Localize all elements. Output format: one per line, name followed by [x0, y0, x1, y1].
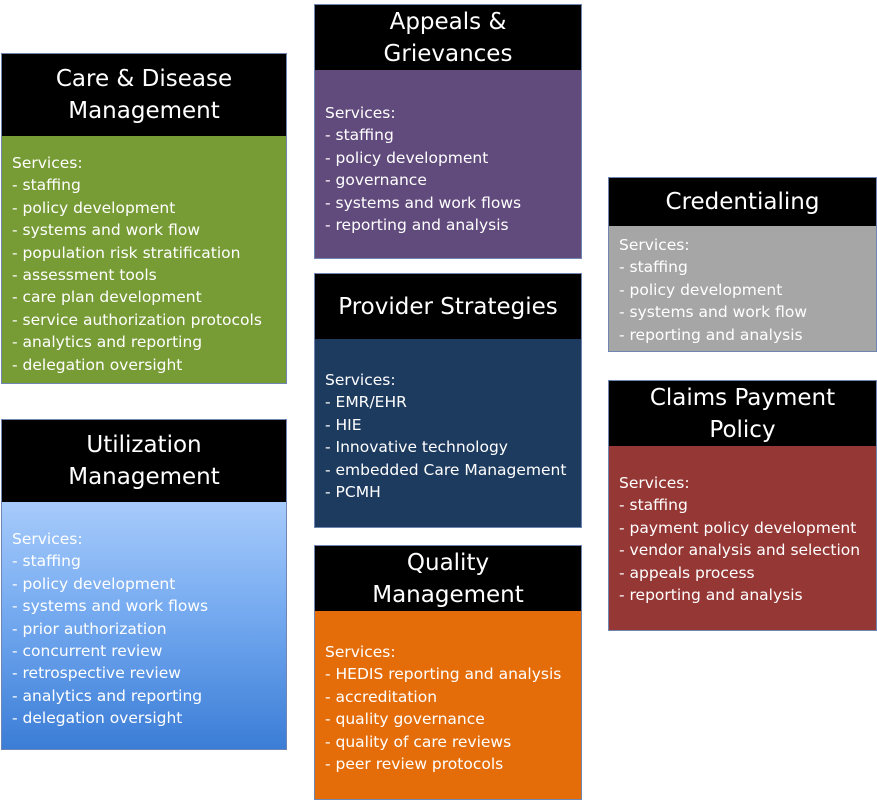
- service-item: - accreditation: [325, 687, 438, 706]
- service-item: - vendor analysis and selection: [619, 541, 861, 560]
- service-item: - delegation oversight: [12, 709, 183, 728]
- services-list: - staffing - policy development - systems …: [12, 174, 286, 376]
- service-item: - reporting and analysis: [619, 325, 803, 344]
- service-item: - assessment tools: [12, 266, 157, 285]
- card-title: Claims Payment Policy: [609, 381, 876, 446]
- service-item: - Innovative technology: [325, 438, 508, 457]
- service-item: - policy development: [325, 148, 489, 167]
- service-item: - staffing: [325, 126, 394, 145]
- card-services: Services: - staffing - policy development…: [315, 70, 581, 258]
- card-services: Services: - HEDIS reporting and analysis…: [315, 611, 581, 799]
- service-item: - analytics and reporting: [12, 333, 203, 352]
- service-item: - EMR/EHR: [325, 393, 407, 412]
- service-item: - retrospective review: [12, 664, 181, 683]
- card-title: Appeals & Grievances: [315, 5, 581, 70]
- service-item: - systems and work flow: [619, 303, 808, 322]
- card-title: Credentialing: [609, 178, 876, 226]
- service-item: - policy development: [12, 574, 176, 593]
- service-item: - systems and work flows: [325, 193, 522, 212]
- services-label: Services:: [12, 530, 83, 548]
- care-disease-management-card: Care & Disease Management Services: - st…: [1, 53, 287, 384]
- utilization-management-card: Utilization Management Services: - staff…: [1, 419, 287, 750]
- card-title: Provider Strategies: [315, 274, 581, 339]
- service-item: - concurrent review: [12, 642, 163, 661]
- services-list: - staffing - policy development - systems …: [619, 256, 876, 346]
- card-services: Services: - staffing - policy development…: [2, 136, 286, 383]
- claims-payment-policy-card: Claims Payment Policy Services: - staffi…: [608, 380, 877, 631]
- service-item: - delegation oversight: [12, 355, 183, 374]
- service-item: - staffing: [12, 176, 81, 195]
- card-title: Quality Management: [315, 546, 581, 611]
- service-item: - service authorization protocols: [12, 310, 262, 329]
- service-item: - staffing: [619, 496, 688, 515]
- service-item: - policy development: [619, 280, 783, 299]
- service-item: - analytics and reporting: [12, 686, 203, 705]
- service-item: - payment policy development: [619, 518, 857, 537]
- services-list: - staffing - policy development - governan…: [325, 124, 581, 236]
- service-item: - systems and work flow: [12, 221, 201, 240]
- service-item: - quality governance: [325, 710, 485, 729]
- service-item: - reporting and analysis: [619, 586, 803, 605]
- card-services: Services: - staffing - policy development…: [609, 226, 876, 351]
- services-list: - staffing - policy development - systems …: [12, 550, 286, 729]
- services-label: Services:: [325, 104, 396, 122]
- services-label: Services:: [619, 236, 690, 254]
- services-list: - EMR/EHR - HIE - Innovative technology - e…: [325, 391, 581, 503]
- service-item: - quality of care reviews: [325, 732, 512, 751]
- service-item: - HIE: [325, 415, 362, 434]
- quality-management-card: Quality Management Services: - HEDIS rep…: [314, 545, 582, 800]
- service-item: - reporting and analysis: [325, 216, 509, 235]
- service-item: - staffing: [12, 552, 81, 571]
- service-item: - governance: [325, 171, 427, 190]
- services-label: Services:: [619, 474, 690, 492]
- appeals-grievances-card: Appeals & Grievances Services: - staffin…: [314, 4, 582, 259]
- service-item: - peer review protocols: [325, 755, 504, 774]
- services-label: Services:: [325, 643, 396, 661]
- service-item: - policy development: [12, 198, 176, 217]
- service-item: - HEDIS reporting and analysis: [325, 665, 562, 684]
- services-list: - HEDIS reporting and analysis - accredit…: [325, 663, 581, 775]
- provider-strategies-card: Provider Strategies Services: - EMR/EHR-…: [314, 273, 582, 528]
- card-services: Services: - staffing - policy development…: [2, 502, 286, 749]
- credentialing-card: Credentialing Services: - staffing - poli…: [608, 177, 877, 352]
- service-item: - care plan development: [12, 288, 202, 307]
- service-item: - population risk stratification: [12, 243, 241, 262]
- card-title: Care & Disease Management: [2, 54, 286, 136]
- services-label: Services:: [12, 154, 83, 172]
- services-list: - staffing - payment policy development - …: [619, 494, 876, 606]
- card-services: Services: - EMR/EHR - HIE - Innovative tec…: [315, 339, 581, 527]
- service-item: - prior authorization: [12, 619, 167, 638]
- service-item: - embedded Care Management: [325, 460, 567, 479]
- card-services: Services: - staffing - payment policy dev…: [609, 446, 876, 630]
- service-item: - systems and work flows: [12, 597, 209, 616]
- service-item: - PCMH: [325, 483, 381, 502]
- card-title: Utilization Management: [2, 420, 286, 502]
- service-item: - appeals process: [619, 563, 755, 582]
- service-item: - staffing: [619, 258, 688, 277]
- services-label: Services:: [325, 371, 396, 389]
